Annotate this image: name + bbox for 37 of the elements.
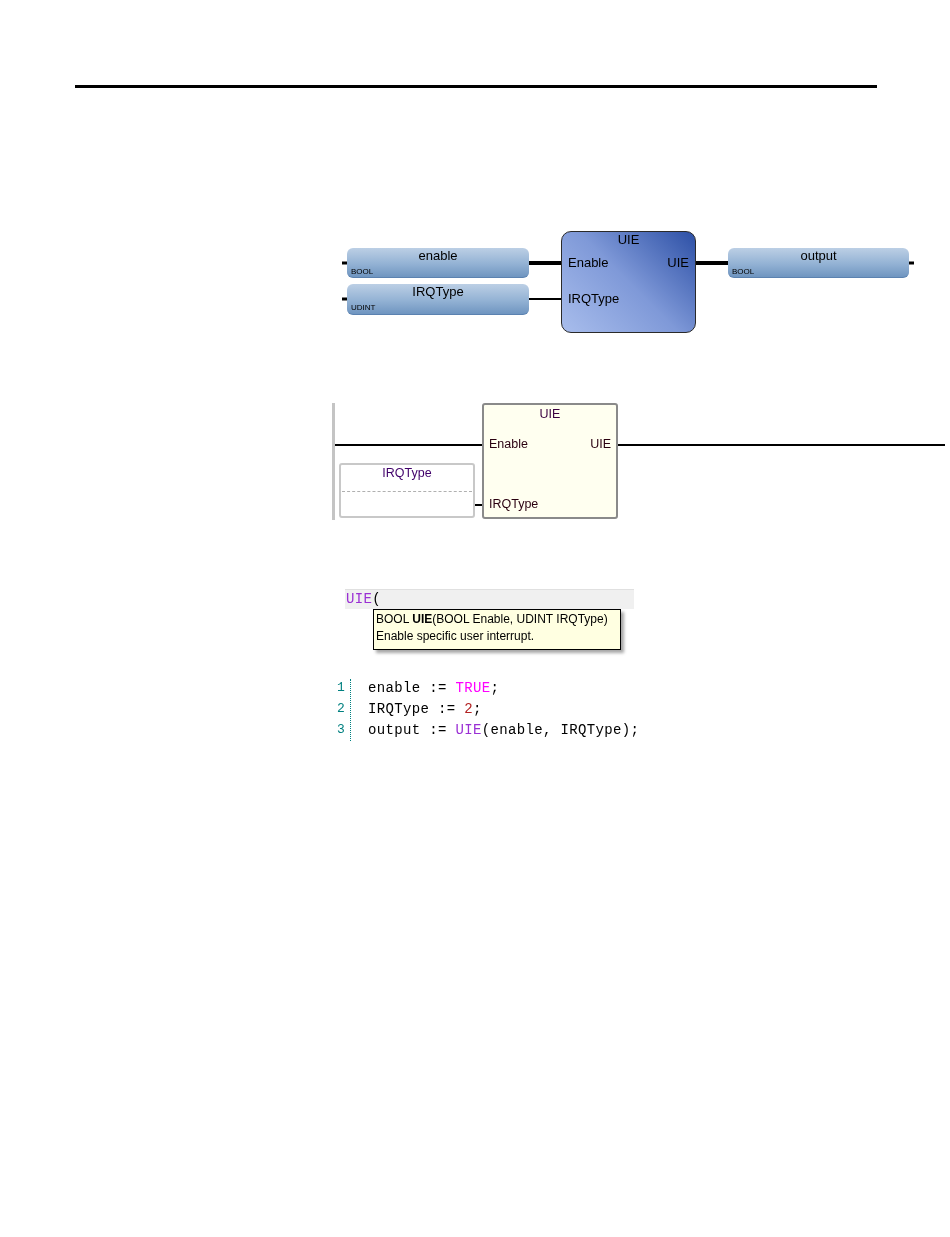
code-line: IRQType := 2; xyxy=(368,701,482,717)
variable-block xyxy=(728,248,909,278)
wire xyxy=(529,261,561,265)
tooltip-description: Enable specific user interrupt. xyxy=(376,629,535,644)
line-number: 2 xyxy=(337,701,345,717)
line-number: 3 xyxy=(337,722,345,738)
power-rail xyxy=(332,403,335,520)
code-line: enable := TRUE; xyxy=(368,680,500,696)
variable-name: IRQType xyxy=(412,285,464,300)
variable-name: enable xyxy=(418,249,458,264)
function-signature: BOOL UIE(BOOL Enable, UDINT IRQType) xyxy=(376,612,608,627)
variable-block xyxy=(347,248,529,278)
input-pin-label: IRQType xyxy=(489,497,539,512)
input-pin-label: Enable xyxy=(568,256,609,271)
line-number: 1 xyxy=(337,680,345,696)
variable-name: IRQType xyxy=(382,466,432,481)
data-type: UDINT xyxy=(351,303,376,313)
input-pin-label: IRQType xyxy=(568,292,620,307)
variable-box xyxy=(339,463,475,518)
wire xyxy=(528,298,562,300)
variable-name: output xyxy=(800,249,837,264)
wire xyxy=(617,444,946,446)
wire xyxy=(696,261,728,265)
output-pin-label: UIE xyxy=(590,437,611,452)
data-type: BOOL xyxy=(732,267,755,277)
wire xyxy=(334,444,483,446)
variable-block xyxy=(347,284,529,315)
function-block xyxy=(561,231,696,333)
function-block xyxy=(482,403,618,519)
code-text: UIE( xyxy=(346,591,382,607)
block-title: UIE xyxy=(617,233,640,248)
input-pin-label: Enable xyxy=(489,437,528,452)
data-type: BOOL xyxy=(351,267,374,277)
output-pin-label: UIE xyxy=(667,256,689,271)
code-line: output := UIE(enable, IRQType); xyxy=(368,722,640,738)
wire xyxy=(474,504,483,506)
block-title: UIE xyxy=(539,407,561,422)
